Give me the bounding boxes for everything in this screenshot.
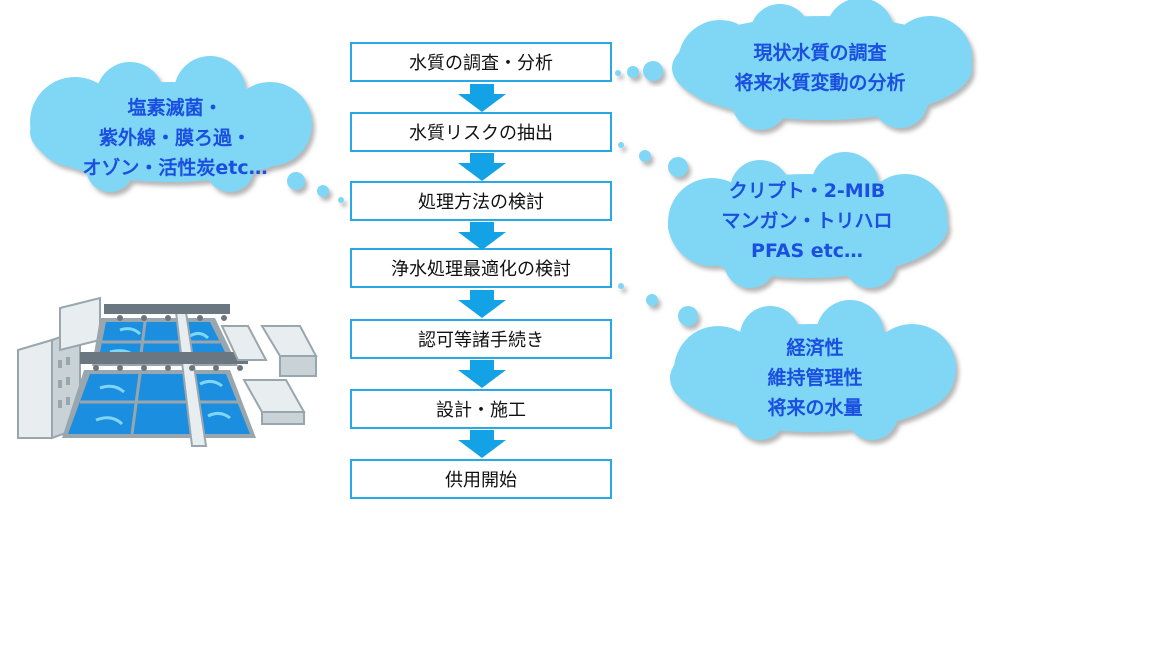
down-arrow-icon [458,430,506,458]
down-arrow-icon [458,84,506,112]
cloud-line: 維持管理性 [767,367,863,389]
cloud-line: クリプト・2-MIB [728,180,886,202]
cloud-risks-text: クリプト・2-MIB マンガン・トリハロ PFAS etc… [682,176,932,266]
cloud-line: 塩素滅菌・ [127,97,223,119]
thought-dots-risks [618,142,688,177]
step-service-start: 供用開始 [350,459,612,499]
cloud-treatment [30,56,312,192]
down-arrow-icon [458,290,506,318]
step-risk-extraction: 水質リスクの抽出 [350,112,612,152]
thought-dots-survey [615,61,663,81]
thought-dots-optimize [618,283,698,326]
step-water-quality-survey: 水質の調査・分析 [350,42,612,82]
step-design-construction: 設計・施工 [350,389,612,429]
cloud-line: 経済性 [786,337,844,359]
cloud-risks [668,152,948,288]
cloud-survey [672,0,972,130]
thought-dots-treatment [287,172,344,203]
cloud-line: 現状水質の調査 [753,42,887,64]
step-treatment-method: 処理方法の検討 [350,181,612,221]
cloud-line: 将来の水量 [767,397,863,419]
cloud-survey-text: 現状水質の調査 将来水質変動の分析 [690,38,950,98]
cloud-line: 将来水質変動の分析 [734,72,906,94]
cloud-treatment-text: 塩素滅菌・ 紫外線・膜ろ過・ オゾン・活性炭etc… [40,93,310,183]
down-arrow-icon [458,222,506,250]
down-arrow-icon [458,360,506,388]
step-approval-procedures: 認可等諸手続き [350,319,612,359]
cloud-line: マンガン・トリハロ [721,210,893,232]
cloud-optimize-text: 経済性 維持管理性 将来の水量 [690,333,940,423]
cloud-line: 紫外線・膜ろ過・ [98,127,251,149]
cloud-line: オゾン・活性炭etc… [82,157,268,179]
down-arrow-icon [458,153,506,181]
cloud-optimize [670,300,956,440]
step-optimization: 浄水処理最適化の検討 [350,248,612,288]
cloud-line: PFAS etc… [751,240,863,262]
